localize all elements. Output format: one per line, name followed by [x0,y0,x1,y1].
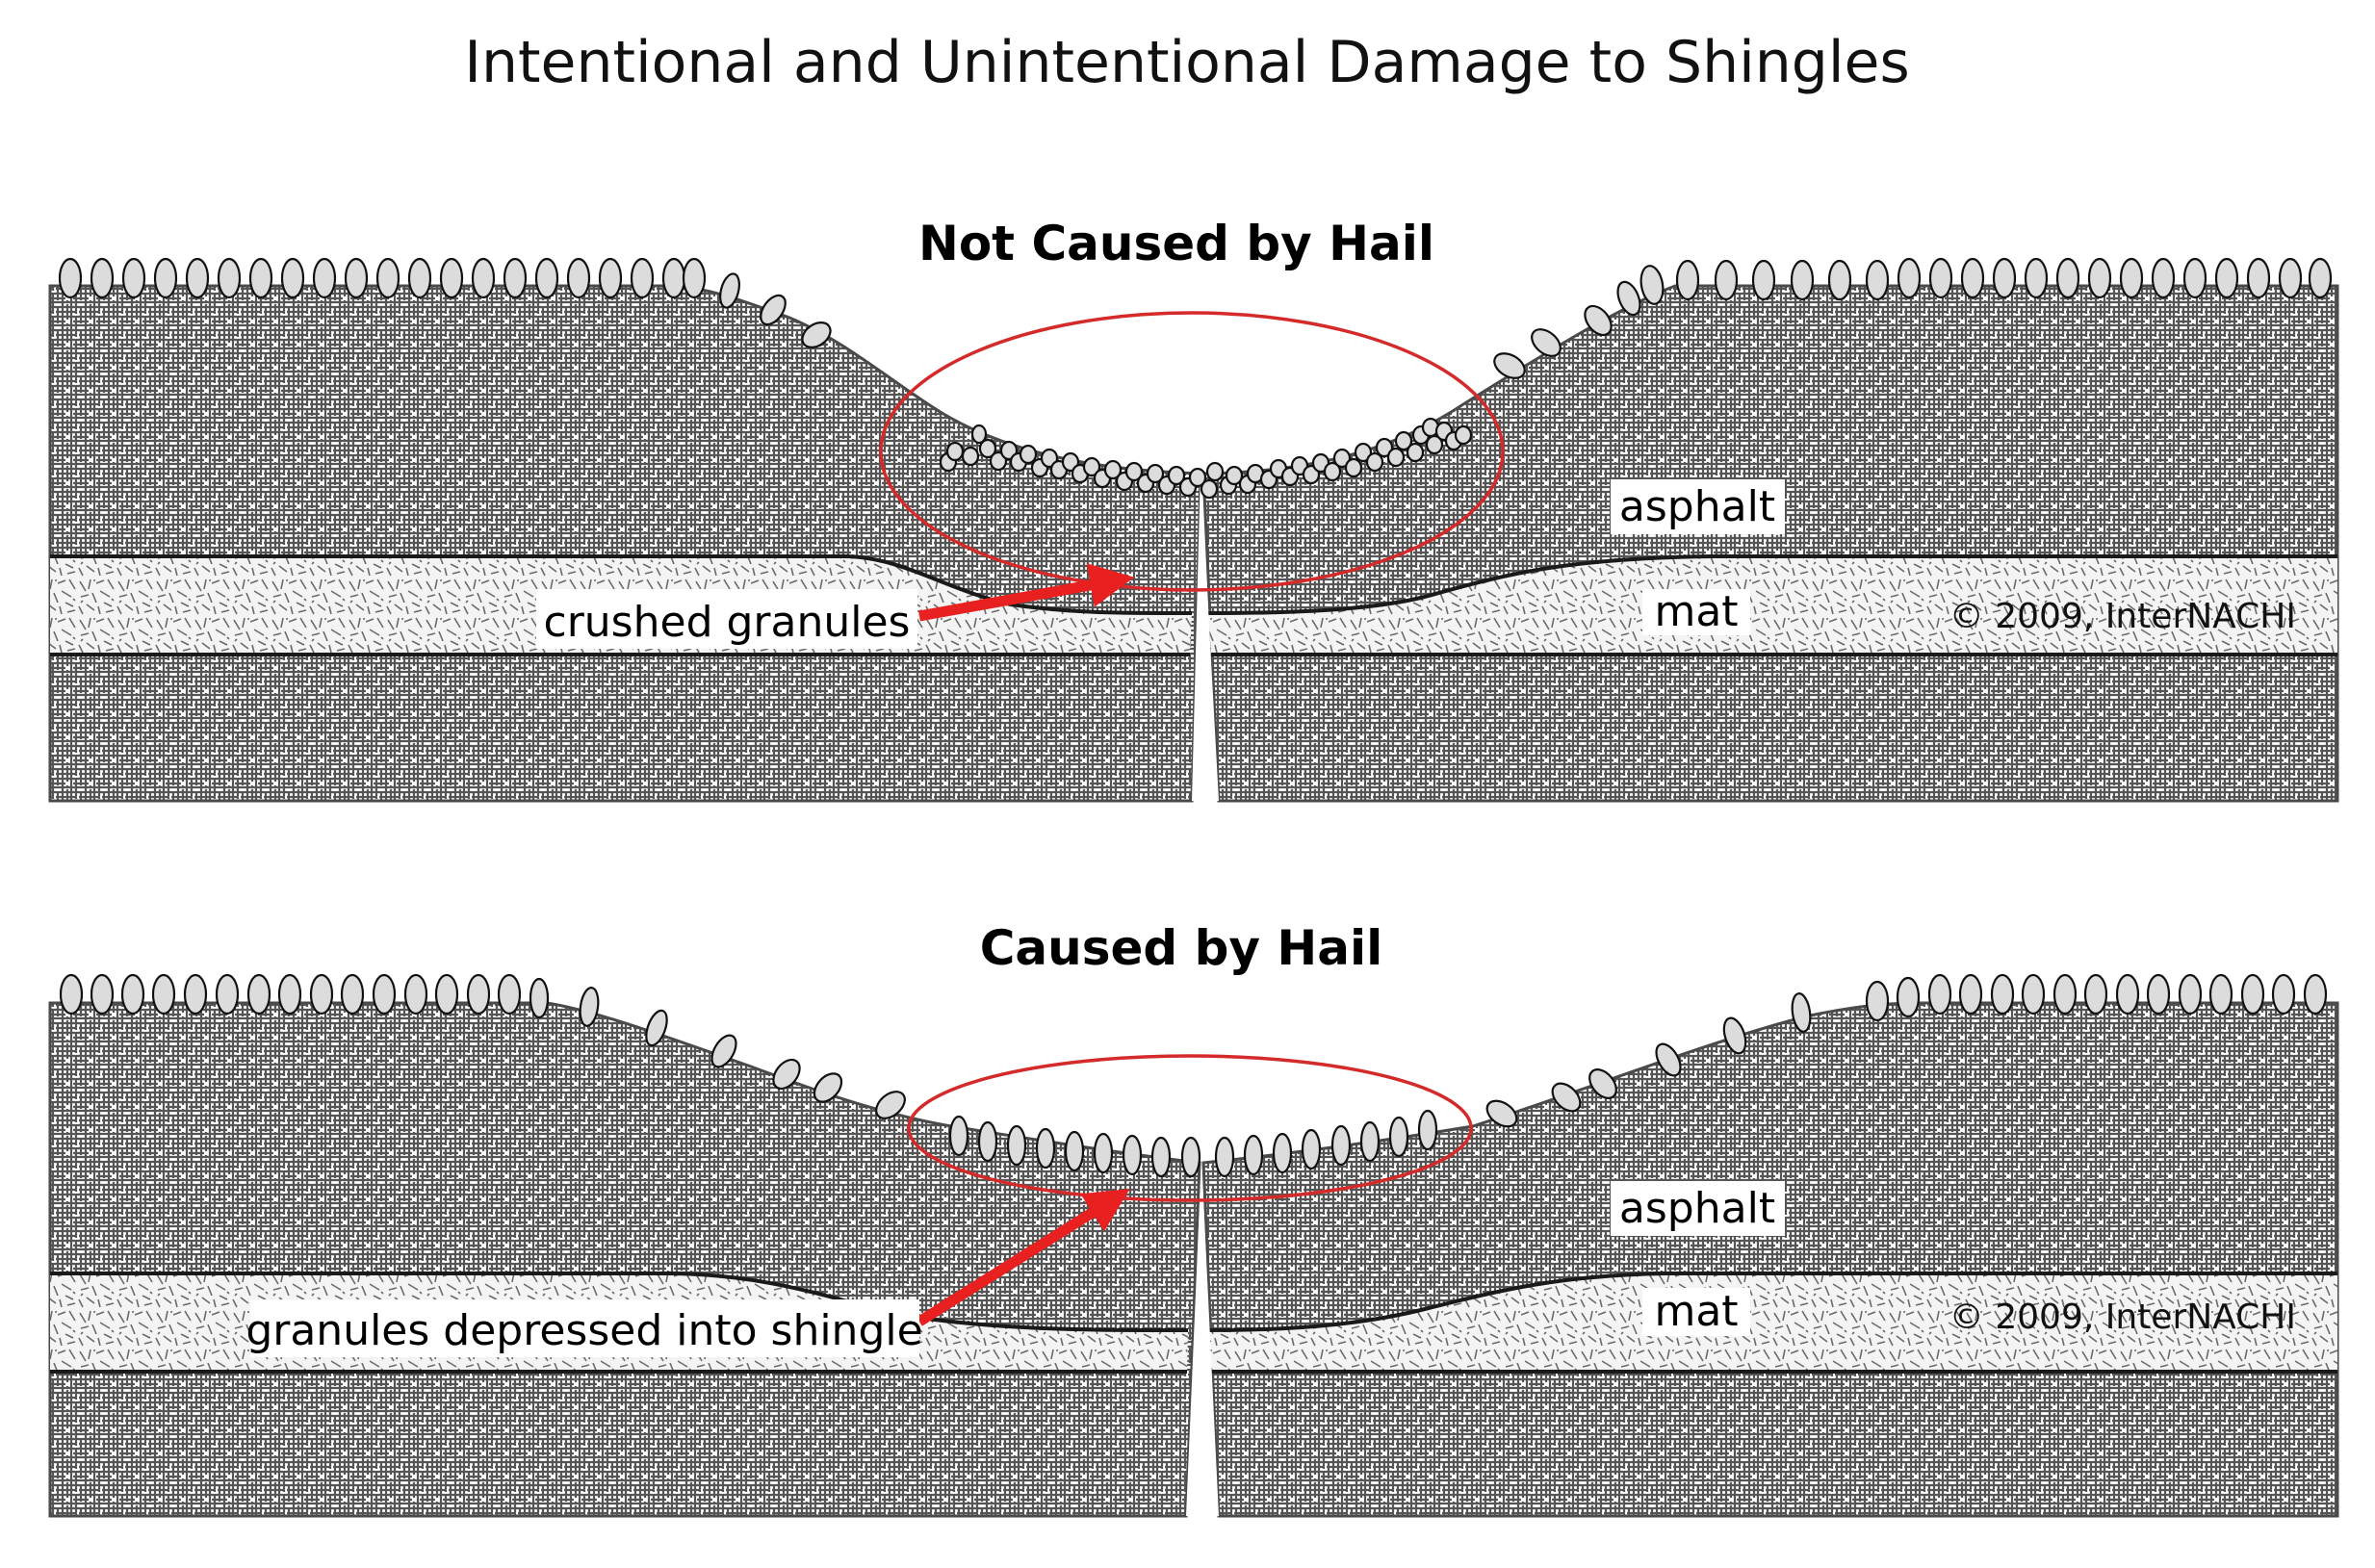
callout-arrow [916,1189,1130,1326]
callout-text: crushed granules [544,598,911,647]
shingle-crack [1192,468,1219,801]
mat-label: mat [1654,1287,1738,1336]
crushed-granules-pile [939,417,1473,500]
mat-layer-right [1208,1273,2337,1372]
layer-label-mat: mat [1642,587,1750,636]
callout-arrow [918,563,1135,622]
callout-label-granules-depressed: granules depressed into shingle [245,1299,923,1357]
mat-top-edge-right [1207,1272,2337,1332]
granules-intact-left [58,257,832,348]
asphalt-layer-right [1201,284,2339,803]
panel-heading: Not Caused by Hail [918,216,1434,271]
callout-label-crushed-granules: crushed granules [536,589,917,649]
granules-intact-right [1493,257,2333,379]
asphalt-label: asphalt [1619,1184,1775,1233]
panel-not-caused-by-hail: Not Caused by Hail [48,216,2339,803]
asphalt-label: asphalt [1619,482,1775,531]
callout-text: granules depressed into shingle [245,1306,922,1355]
asphalt-layer-right [1201,1001,2339,1518]
asphalt-layer-left [48,284,1202,803]
shingle-crack [1186,1159,1219,1516]
diagram-title: Intentional and Unintentional Damage to … [464,29,1909,96]
granules-intact-left [59,973,906,1119]
panel-caused-by-hail: Caused by Hail [48,920,2339,1518]
layer-label-asphalt: asphalt [1611,479,1785,534]
depressed-granules-row [948,1109,1438,1178]
mat-label: mat [1654,587,1738,636]
copyright-notice: © 2009, InterNACHI [1949,597,2296,636]
layer-label-mat: mat [1642,1287,1750,1336]
layer-label-asphalt: asphalt [1611,1181,1785,1236]
mat-top-edge-right [1207,554,2337,615]
panel-heading: Caused by Hail [980,920,1383,976]
damage-highlight-ring [879,311,1505,592]
granules-intact-right [1485,973,2328,1128]
damage-highlight-ring [907,1054,1473,1202]
copyright-notice: © 2009, InterNACHI [1949,1298,2296,1337]
